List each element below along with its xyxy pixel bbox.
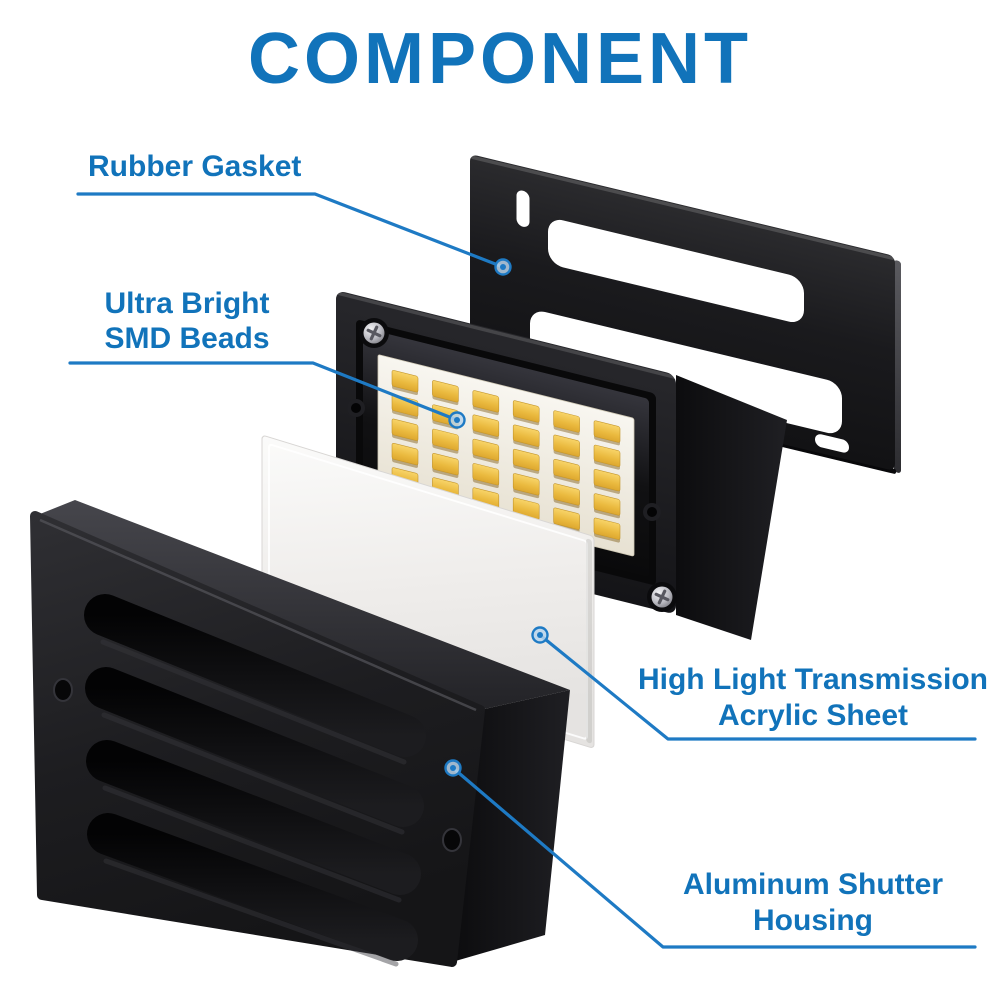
label-acrylic-line2: Acrylic Sheet [717, 699, 909, 732]
louver-top-face [35, 500, 570, 710]
label-aluminum-line2: Housing [753, 904, 873, 937]
label-acrylic-sheet: High Light Transmission Acrylic Sheet [622, 662, 1000, 734]
louver-side-face [452, 690, 570, 962]
screw-icon [647, 582, 677, 612]
label-smd-beads: Ultra Bright SMD Beads [57, 286, 317, 356]
marker-dot-aluminum-housing [444, 759, 462, 777]
label-aluminum-housing: Aluminum Shutter Housing [640, 867, 986, 939]
gasket-side-edge [894, 260, 901, 473]
label-acrylic-line1: High Light Transmission [637, 663, 989, 696]
label-rubber-gasket: Rubber Gasket [88, 149, 301, 185]
leader-line-smd-beads [68, 361, 459, 422]
marker-dot-rubber-gasket [494, 258, 512, 276]
led-housing-side-face [676, 375, 787, 640]
label-smd-line1: Ultra Bright [104, 287, 270, 320]
screw-hole [347, 399, 365, 417]
gasket-mount-slot-right [815, 434, 849, 453]
gasket-upper-window [548, 219, 804, 323]
marker-dot-smd-beads [448, 411, 466, 429]
led-housing-top-highlight [337, 291, 675, 379]
screw-icon [359, 318, 389, 348]
louver-mount-hole-right [442, 828, 462, 852]
leader-line-rubber-gasket [76, 192, 505, 269]
screw-hole [643, 503, 661, 521]
label-aluminum-line1: Aluminum Shutter [683, 868, 943, 901]
louver-slots [84, 594, 426, 967]
page-title: COMPONENT [248, 19, 752, 99]
label-rubber-gasket-text: Rubber Gasket [88, 150, 302, 183]
leader-line-aluminum-housing [451, 766, 977, 949]
gasket-lower-window [530, 311, 842, 434]
louver-top-bevel [39, 518, 477, 712]
acrylic-side-shade [586, 538, 592, 744]
leader-line-acrylic-sheet [538, 633, 977, 741]
gasket-top-highlight [471, 155, 894, 260]
label-smd-line2: SMD Beads [104, 322, 270, 355]
marker-dots [444, 258, 549, 777]
louver-mount-hole-left [53, 678, 73, 702]
gasket-mount-slot-left [516, 190, 530, 227]
marker-dot-acrylic-sheet [531, 626, 549, 644]
louver-housing-part [30, 500, 570, 967]
leader-lines [68, 192, 977, 949]
